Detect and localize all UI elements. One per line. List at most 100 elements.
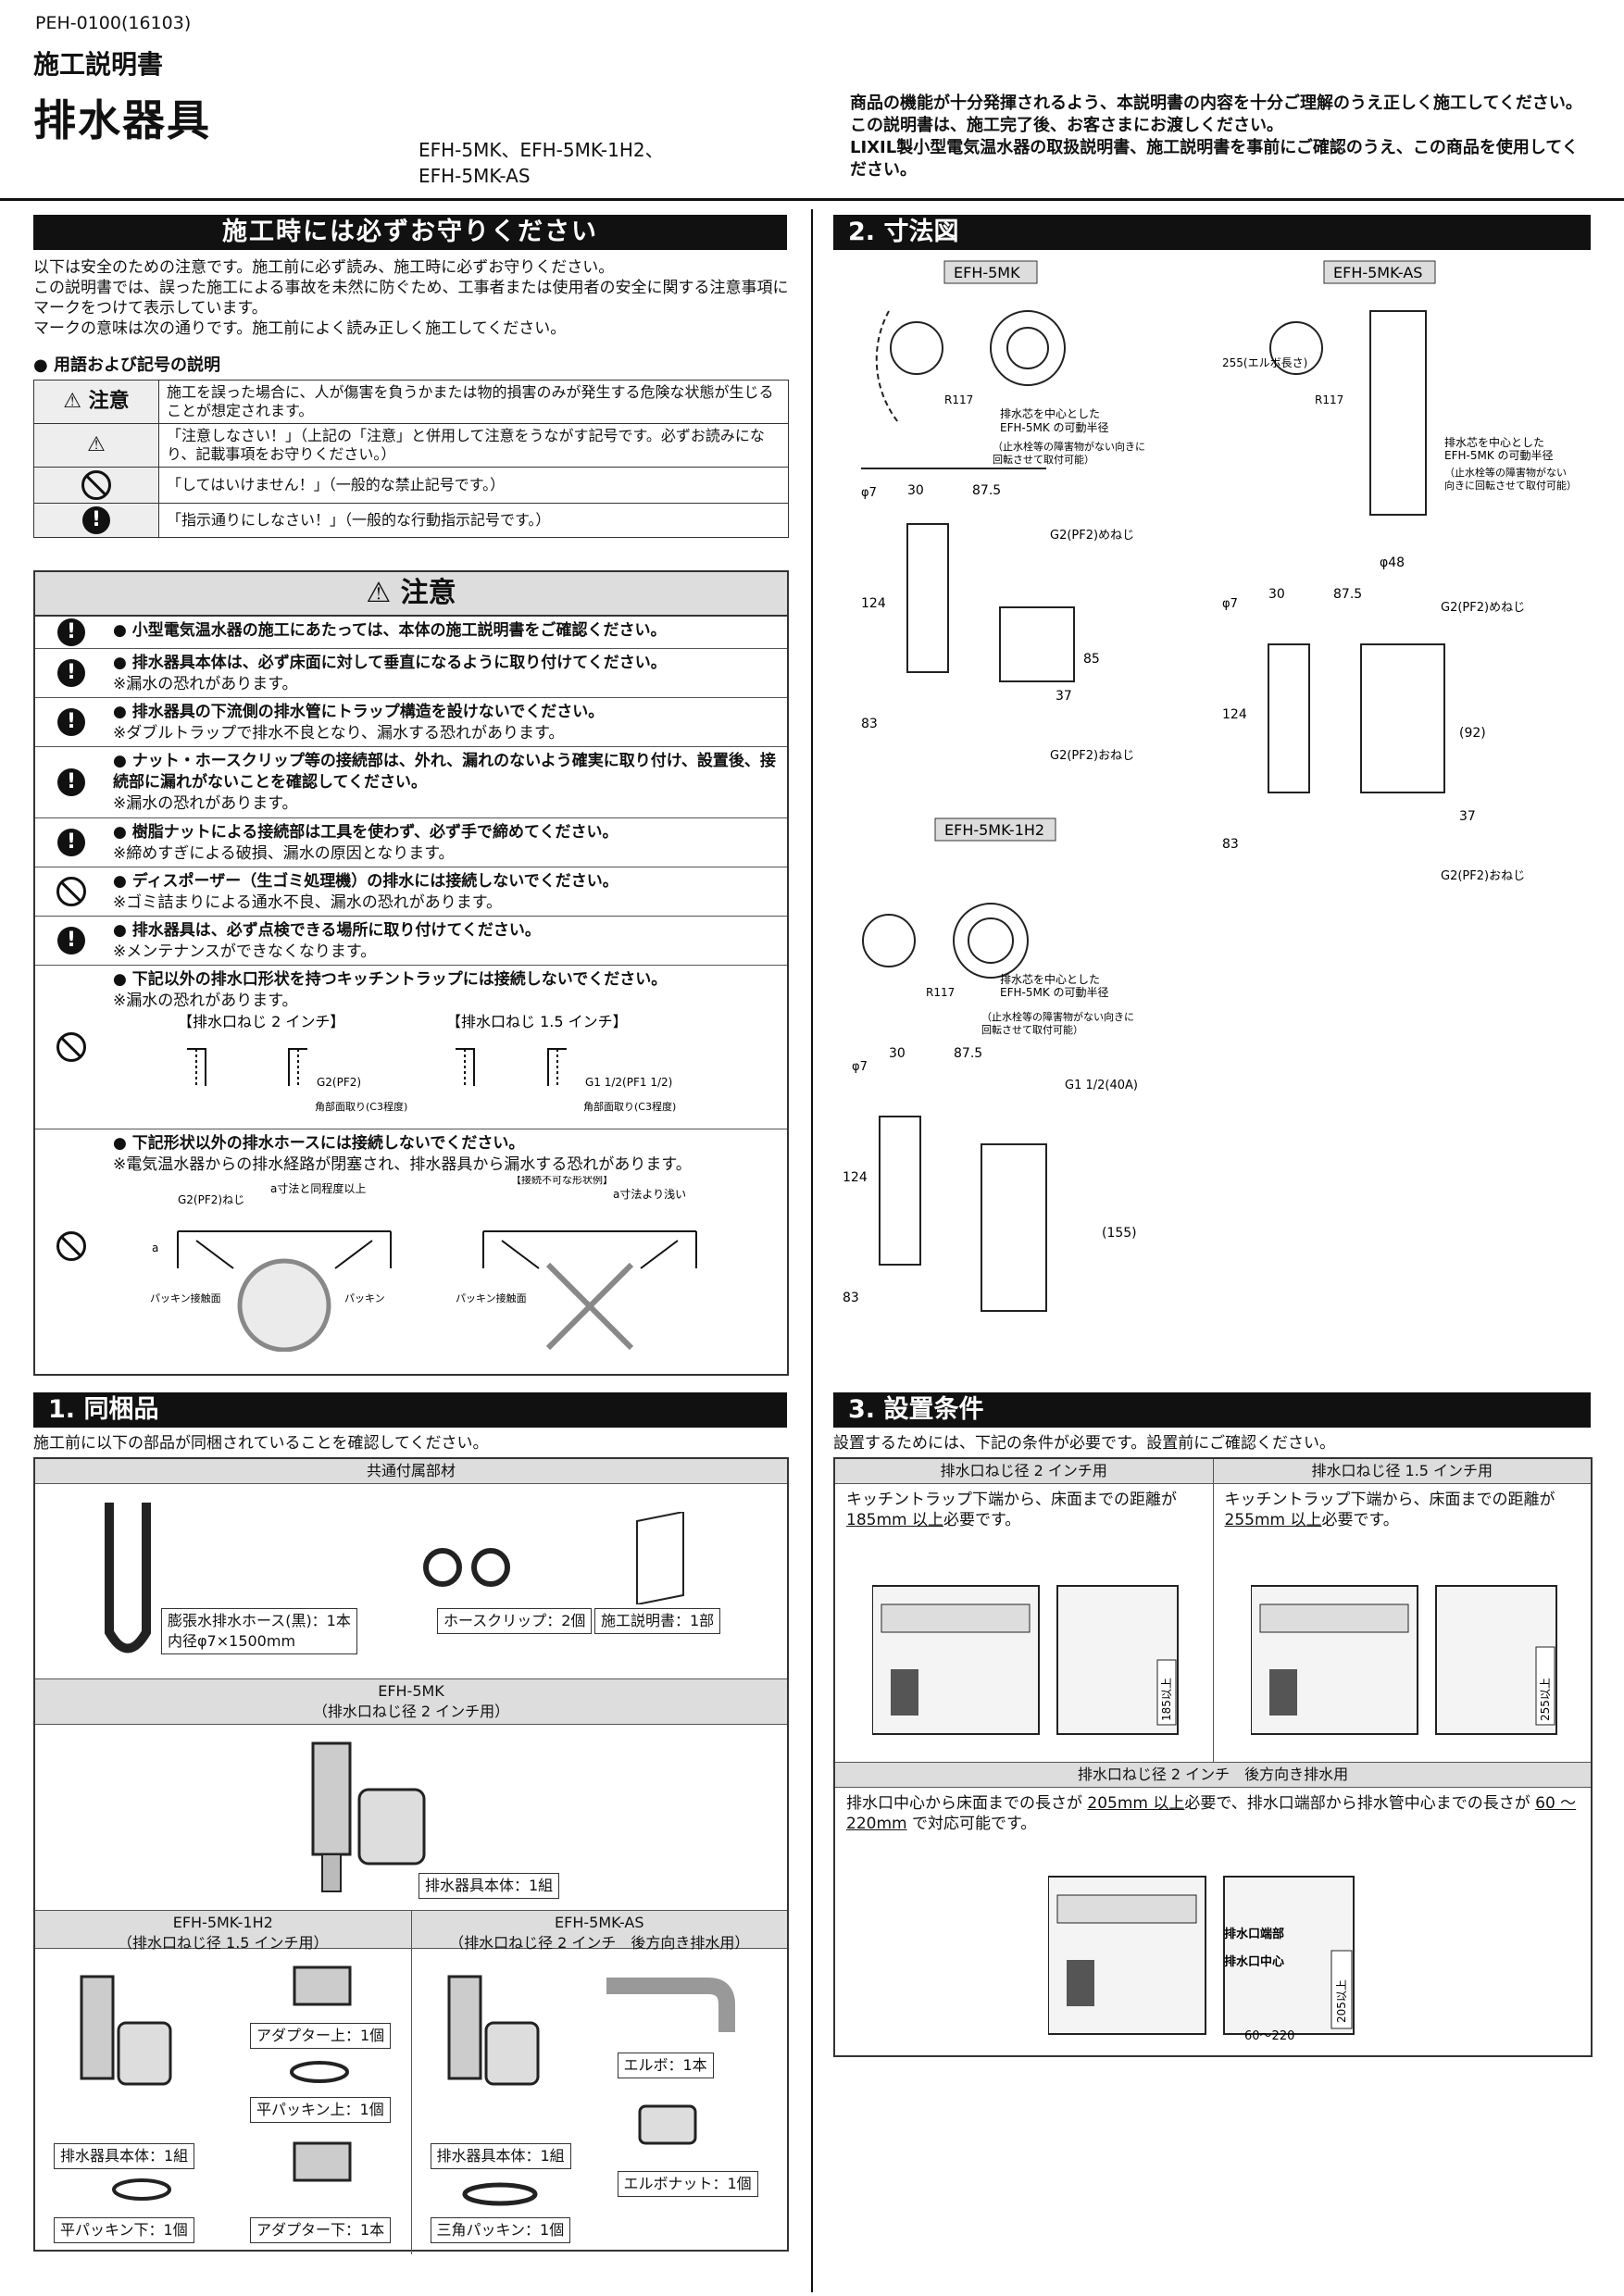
caution-row: ! ● 樹脂ナットによる接続部は工具を使わず、必ず手で締めてください。※締めすぎ… [35, 818, 787, 867]
cond-value: 185mm 以上 [846, 1511, 943, 1529]
caution-row: ! ● 排水器具は、必ず点検できる場所に取り付けてください。※メンテナンスができ… [35, 917, 787, 966]
dim-37: 37 [1056, 689, 1072, 704]
legend-prohibit-cell [33, 467, 159, 504]
common-parts-head: 共通付属部材 [35, 1459, 787, 1484]
drain-body-icon [311, 1741, 426, 1892]
cond-1-5inch: キッチントラップ下端から、床面までの距離が 255mm 以上必要です。 255以… [1214, 1484, 1592, 1762]
hose-label: 膨張水排水ホース(黒)：1本内径φ7×1500mm [161, 1608, 357, 1654]
drain-body-icon [447, 1975, 539, 2086]
packing-icon [462, 2182, 537, 2206]
dim-124: 124 [843, 1170, 868, 1185]
hose-icon [105, 1503, 151, 1653]
note-swing: （止水栓等の障害物がない向きに [981, 1010, 1134, 1023]
must-icon: ! [57, 927, 85, 955]
conditions-box: 排水口ねじ径 2 インチ用 排水口ねじ径 1.5 インチ用 キッチントラップ下端… [833, 1457, 1593, 2057]
cond-text: 排水口中心から床面までの長さが [846, 1794, 1088, 1813]
dim-r: R117 [1315, 393, 1343, 406]
note-swing: EFH-5MK の可動半径 [1000, 986, 1109, 999]
caution-text: ● ナット・ホースクリップ等の接続部は、外れ、漏れのないよう確実に取り付け、設置… [113, 752, 776, 792]
h2-item-label: アダプター上：1個 [250, 2023, 392, 2049]
caution-note: ※漏水の恐れがあります。 [113, 992, 298, 1010]
intro-line-3: LIXIL製小型電気温水器の取扱説明書、施工説明書を事前にご確認のうえ、この商品… [850, 138, 1579, 180]
adapter-icon [293, 2141, 352, 2182]
clip-label: ホースクリップ：2個 [437, 1608, 593, 1634]
label-drain-center: 排水口中心 [1224, 1954, 1284, 1969]
hose-thread-label: G2(PF2)ねじ [178, 1193, 244, 1206]
caution-row: ! ● 排水器具の下流側の排水管にトラップ構造を設けないでください。※ダブルトラ… [35, 698, 787, 747]
packing-icon [112, 2178, 171, 2201]
dim-g2m: G2(PF2)おねじ [1050, 749, 1134, 763]
must-icon: ! [57, 768, 85, 796]
dim-87-5: 87.5 [1333, 587, 1362, 602]
caution-row: ! ● 排水器具本体は、必ず床面に対して垂直になるように取り付けてください。※漏… [35, 649, 787, 698]
mk-head: EFH-5MK（排水口ねじ径 2 インチ用） [35, 1679, 787, 1725]
legend-must-cell: ! [33, 503, 159, 538]
caution-note: ※ゴミ詰まりによる通水不良、漏水の恐れがあります。 [113, 893, 503, 912]
dim-185: 185以上 [1160, 1678, 1173, 1721]
mk-body-label: 排水器具本体：1組 [418, 1873, 560, 1899]
dim-205: 205以上 [1335, 1979, 1348, 2023]
as-area: エルボ：1本 排水器具本体：1組 エルボナット：1個 三角パッキン：1個 [412, 1949, 788, 2254]
mk-area: 排水器具本体：1組 [35, 1725, 787, 1911]
caution-text: ● 下記以外の排水口形状を持つキッチントラップには接続しないでください。 [113, 970, 668, 989]
caution-box: ⚠ 注意 ! ● 小型電気温水器の施工にあたっては、本体の施工説明書をご確認くだ… [33, 570, 789, 1376]
dim-g2f: G2(PF2)めねじ [1050, 529, 1134, 543]
safety-intro-line-1: 以下は安全のための注意です。施工前に必ず読み、施工時に必ずお守りください。 [33, 258, 615, 277]
dim-30: 30 [889, 1046, 906, 1061]
caution-row-thread: ● 下記以外の排水口形状を持つキッチントラップには接続しないでください。 ※漏水… [35, 966, 787, 1129]
note-swing: 回転させて取付可能） [981, 1023, 1083, 1036]
caution-text: ● 小型電気温水器の施工にあたっては、本体の施工説明書をご確認ください。 [113, 621, 667, 640]
prohibit-icon [81, 470, 111, 500]
h2-item-label: 排水器具本体：1組 [54, 2143, 195, 2169]
cond-text: 必要で、排水口端部から排水管中心までの長さが [1184, 1794, 1536, 1813]
hose-dim-label: a [152, 1242, 158, 1254]
cond-head-2inch: 排水口ねじ径 2 インチ用 [835, 1459, 1214, 1483]
hose-dim-a: a寸法と同程度以上 [270, 1181, 366, 1195]
dim-255: 255以上 [1539, 1678, 1552, 1721]
dim-g2f: G2(PF2)めねじ [1441, 601, 1525, 615]
cond-back: 排水口中心から床面までの長さが 205mm 以上必要で、排水口端部から排水管中心… [835, 1788, 1591, 2056]
dim-g2m: G2(PF2)おねじ [1441, 869, 1525, 883]
h2-item-label: 平パッキン下：1個 [54, 2217, 194, 2243]
caution-note: ※締めすぎによる破損、漏水の原因となります。 [113, 844, 455, 863]
intro-line-2: この説明書は、施工完了後、お客さまにお渡しください。 [850, 116, 1283, 135]
note-swing: （止水栓等の障害物がない [1444, 466, 1567, 479]
caution-row-hose: ● 下記形状以外の排水ホースには接続しないでください。 ※電気温水器からの排水経… [35, 1129, 787, 1363]
dim-r: R117 [944, 393, 973, 406]
note-swing: 排水芯を中心とした [1444, 435, 1544, 449]
cond-text: キッチントラップ下端から、床面までの距離が [846, 1491, 1177, 1509]
safety-title: 施工時には必ずお守りください [33, 215, 787, 250]
caution-text: ● 下記形状以外の排水ホースには接続しないでください。 [113, 1134, 525, 1153]
symbol-legend: ⚠ 注意 施工を誤った場合に、人が傷害を負うかまたは物的損害のみが発生する危険な… [33, 380, 789, 538]
hose-seal-label: パッキン接触面 [150, 1292, 221, 1304]
cond-text: で対応可能です。 [906, 1815, 1037, 1833]
caution-note: ※ダブルトラップで排水不良となり、漏水する恐れがあります。 [113, 724, 565, 742]
drawing-tag-mk: EFH-5MK [954, 264, 1020, 281]
note-swing: （止水栓等の障害物がない向きに [993, 440, 1145, 453]
caution-row: ! ● 小型電気温水器の施工にあたっては、本体の施工説明書をご確認ください。 [35, 617, 787, 649]
adapter-icon [293, 1965, 352, 2006]
h2-item-label: 平パッキン上：1個 [250, 2097, 391, 2123]
thread-diagram: 【排水口ねじ 2 インチ】 【排水口ねじ 1.5 インチ】 G2(PF2) G1… [178, 1013, 676, 1113]
page-title: 排水器具 [33, 95, 211, 145]
intro-line-1: 商品の機能が十分発揮されるよう、本説明書の内容を十分ご理解のうえ正しく施工してく… [850, 94, 1582, 113]
section1-intro: 施工前に以下の部品が同梱されていることを確認してください。 [33, 1434, 489, 1453]
dim-d48: φ48 [1380, 555, 1405, 570]
section2-title: 2. 寸法図 [833, 215, 1591, 250]
note-swing: 排水芯を中心とした [1000, 972, 1100, 986]
must-icon: ! [57, 829, 85, 856]
safety-intro-line-2: この説明書では、誤った施工による事故を未然に防ぐため、工事者または使用者の安全に… [33, 279, 789, 318]
legend-caution-text: 施工を誤った場合に、人が傷害を負うかまたは物的損害のみが発生する危険な状態が生じ… [158, 380, 789, 424]
caution-row: ● ディスポーザー（生ゴミ処理機）の排水には接続しないでください。※ゴミ詰まりに… [35, 867, 787, 917]
thread-spec-1-5inch: G1 1/2(PF1 1/2) [585, 1076, 672, 1089]
thread-label-2inch: 【排水口ねじ 2 インチ】 [178, 1013, 344, 1030]
legend-caution-symbol: ⚠ 注意 [33, 380, 159, 424]
hose-bad-example: 【接続不可な形状例】 [511, 1176, 613, 1186]
model-line-2: EFH-5MK-AS [418, 165, 531, 187]
section3-title: 3. 設置条件 [833, 1392, 1591, 1428]
thread-spec-2inch: G2(PF2) [317, 1076, 361, 1089]
must-icon: ! [57, 708, 85, 736]
cond-value: 205mm 以上 [1087, 1794, 1185, 1813]
header-rule [0, 198, 1624, 201]
must-icon: ! [82, 506, 110, 534]
